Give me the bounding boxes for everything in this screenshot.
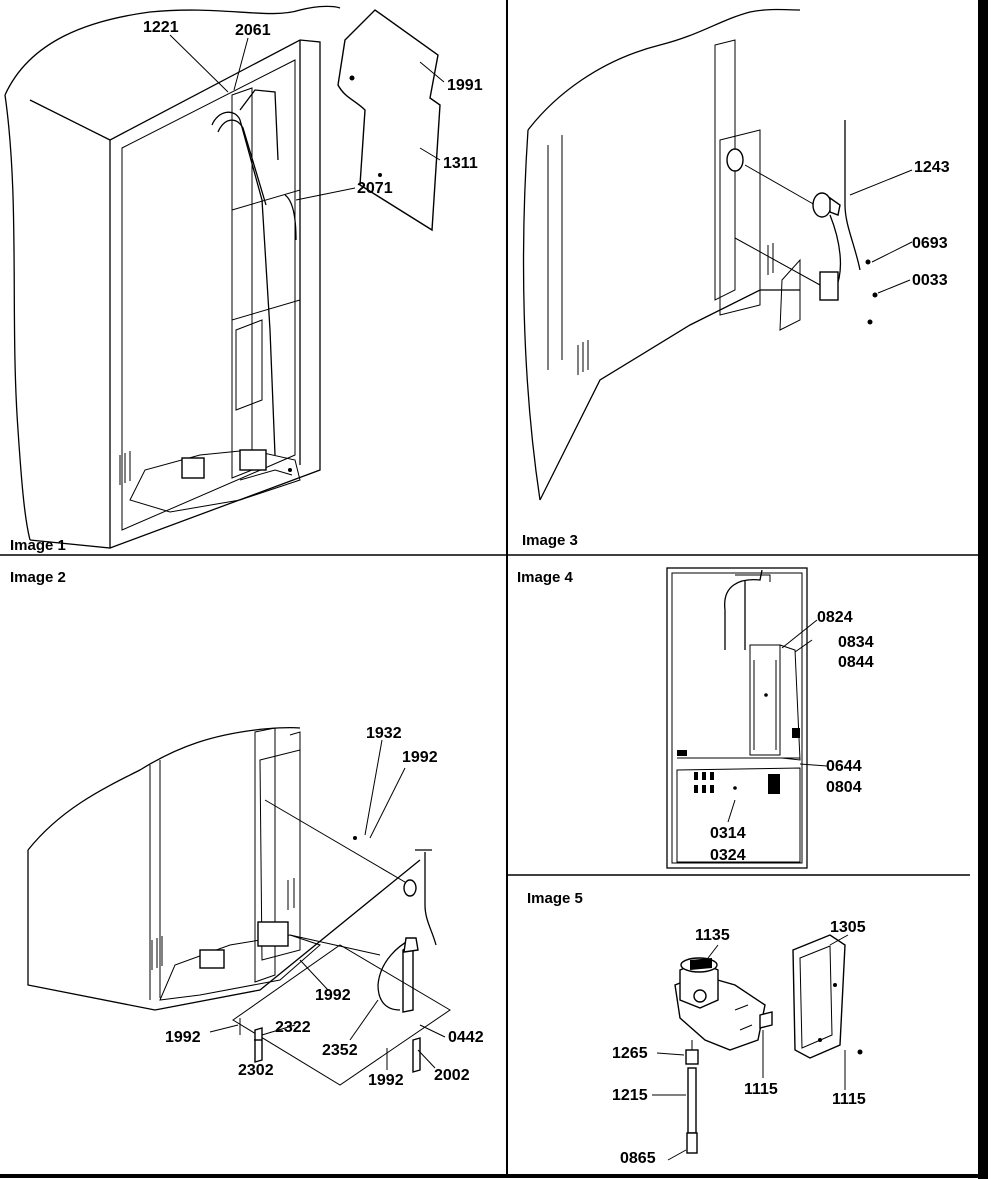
callout-1311: 1311: [443, 155, 478, 172]
callout-0844: 0844: [838, 654, 874, 671]
image1-caption: Image 1: [10, 537, 66, 554]
callout-0324: 0324: [710, 847, 746, 864]
callout-1115-center: 1115: [744, 1081, 778, 1098]
image3-drawing: [522, 8, 913, 501]
callout-2061: 2061: [235, 22, 271, 39]
image5-drawing: [652, 934, 863, 1161]
callout-1992-bottom: 1992: [368, 1072, 404, 1089]
callout-0442: 0442: [448, 1029, 484, 1046]
callout-0824: 0824: [817, 609, 853, 626]
callout-1221: 1221: [143, 19, 179, 36]
callout-1243: 1243: [914, 159, 950, 176]
callout-2322: 2322: [275, 1019, 311, 1036]
image3-panel: 1243 0693 0033 Image 3: [522, 8, 950, 549]
callout-0033: 0033: [912, 272, 948, 289]
image3-caption: Image 3: [522, 532, 578, 549]
callout-2071: 2071: [357, 180, 393, 197]
callout-1215: 1215: [612, 1087, 648, 1104]
image5-panel: 1135 1305 1265 1215 1115 1115 0865 Image…: [527, 890, 866, 1167]
callout-1992-left: 1992: [165, 1029, 201, 1046]
callout-1135: 1135: [695, 927, 730, 944]
image4-panel: 0824 0834 0844 0644 0804 0314 0324 Image…: [517, 567, 874, 869]
callout-0834: 0834: [838, 634, 874, 651]
image4-caption: Image 4: [517, 569, 574, 586]
callout-1991: 1991: [447, 77, 483, 94]
callout-0865: 0865: [620, 1150, 656, 1167]
image2-caption: Image 2: [10, 569, 66, 586]
callout-1932: 1932: [366, 725, 402, 742]
callout-0644: 0644: [826, 758, 862, 775]
callout-0804: 0804: [826, 779, 862, 796]
callout-1265: 1265: [612, 1045, 648, 1062]
callout-2352: 2352: [322, 1042, 358, 1059]
image2-panel: 1932 1992 1992 1992 2322 2352 0442 2302 …: [10, 569, 484, 1089]
callout-1992-top: 1992: [402, 749, 438, 766]
image4-drawing: [666, 567, 828, 869]
callout-1115-right: 1115: [832, 1091, 866, 1108]
callout-2002: 2002: [434, 1067, 470, 1084]
callout-1305: 1305: [830, 919, 866, 936]
image1-panel: 1221 2061 1991 1311 2071 Image 1: [4, 5, 483, 554]
callout-0314: 0314: [710, 825, 746, 842]
image5-caption: Image 5: [527, 890, 583, 907]
image1-drawing: [4, 5, 445, 549]
image2-drawing: [27, 726, 451, 1086]
callout-0693: 0693: [912, 235, 948, 252]
callout-2302: 2302: [238, 1062, 274, 1079]
callout-1992-mid: 1992: [315, 987, 351, 1004]
